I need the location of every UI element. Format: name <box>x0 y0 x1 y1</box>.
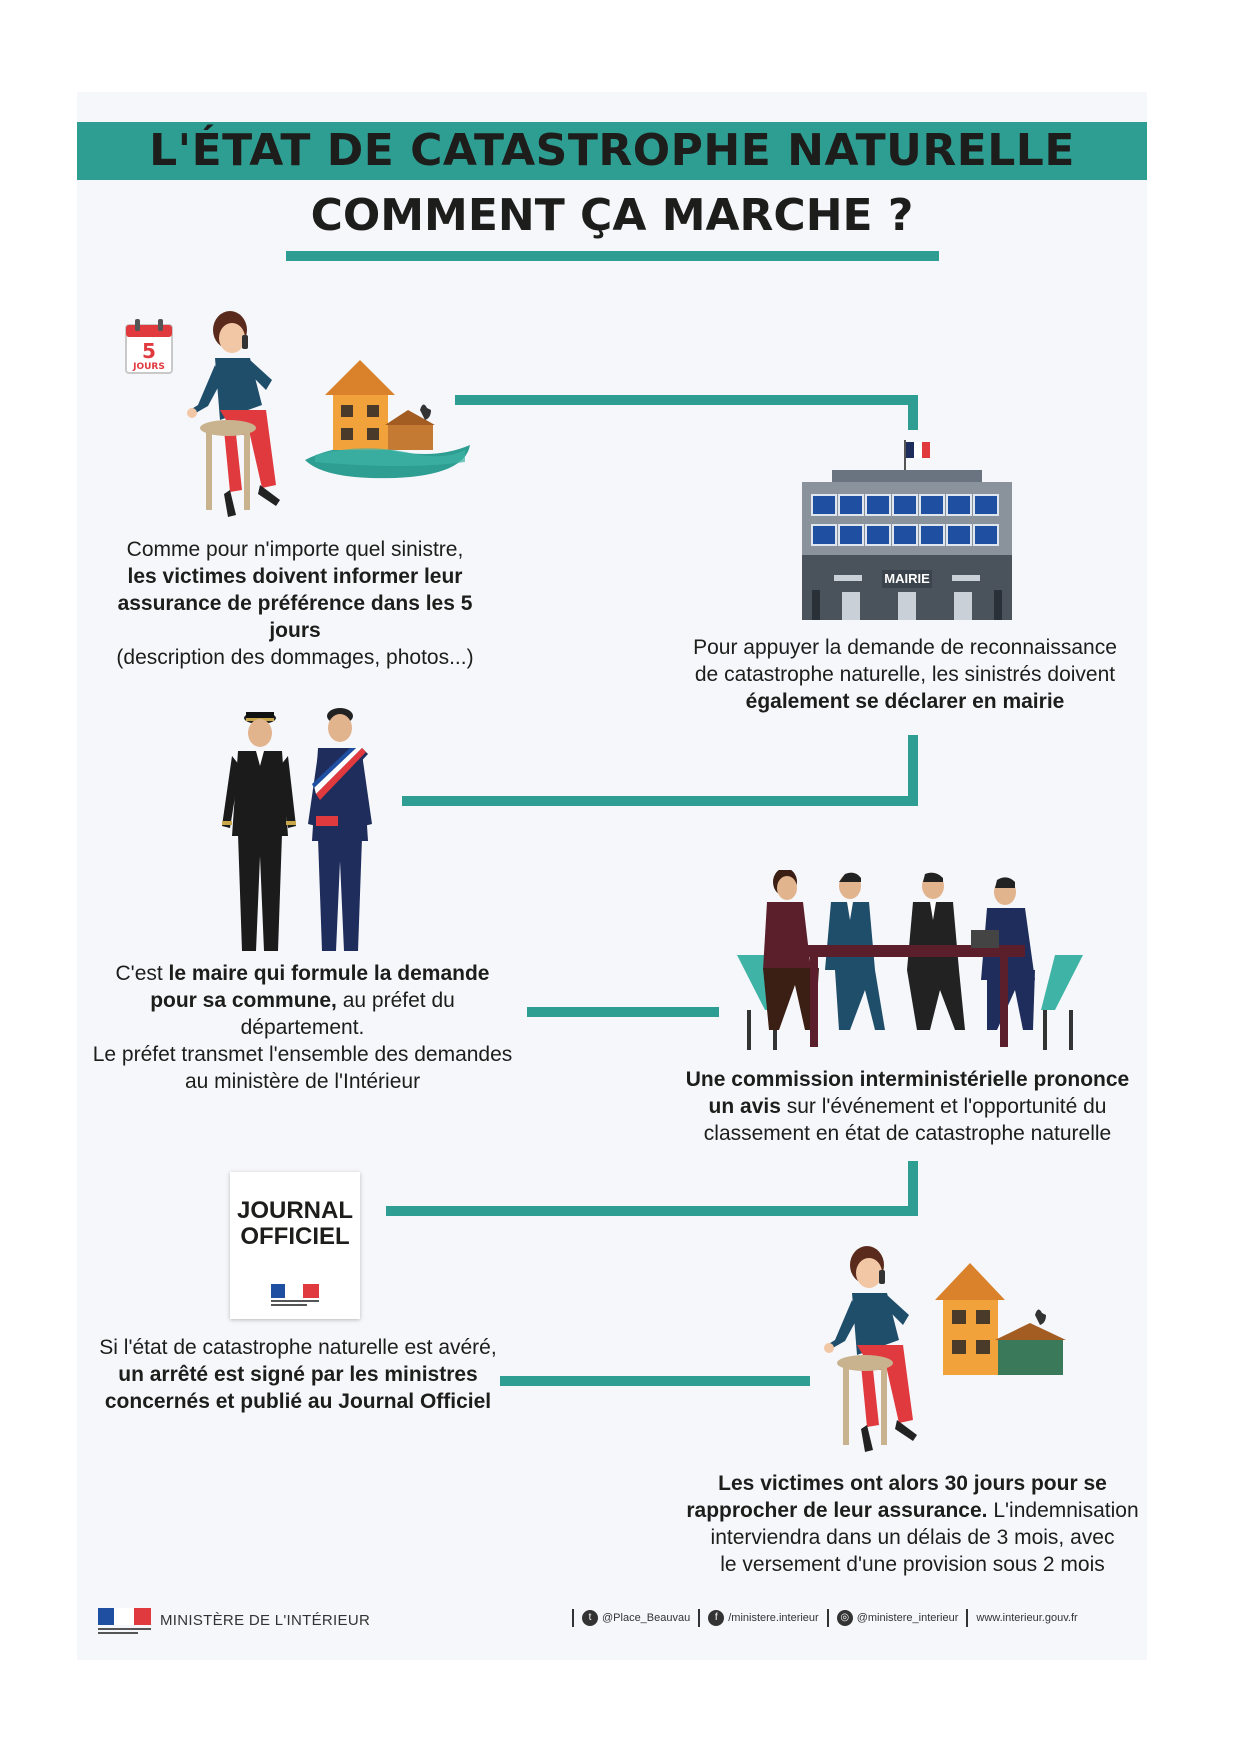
ministry-logo-icon <box>97 1607 152 1637</box>
facebook-icon: f <box>708 1610 725 1626</box>
connector-line <box>455 395 917 405</box>
step3-line: Le préfet transmet l'ensemble des demand… <box>92 1043 513 1066</box>
connector-line <box>386 1206 918 1216</box>
journal-officiel-title: JOURNAL OFFICIEL <box>230 1198 360 1250</box>
title-banner <box>77 122 1147 180</box>
prefect-and-mayor-illustration <box>218 706 383 956</box>
subtitle-underline <box>286 251 939 261</box>
facebook-handle[interactable]: /ministere.interieur <box>728 1612 819 1624</box>
step4-text: Une commission interministérielle pronon… <box>685 1066 1130 1147</box>
calendar-number: 5 <box>142 339 156 363</box>
ministry-name: MINISTÈRE DE L'INTÉRIEUR <box>160 1612 371 1629</box>
journal-officiel-line: OFFICIEL <box>240 1223 350 1250</box>
step6-emphasis: Les victimes ont alors 30 jours pour se <box>718 1472 1107 1495</box>
step3-line: au ministère de l'Intérieur <box>184 1070 421 1093</box>
step6-text: Les victimes ont alors 30 jours pour se … <box>685 1470 1140 1578</box>
commission-meeting-illustration <box>735 868 1085 1055</box>
step1-line: Comme pour n'importe quel sinistre, <box>126 538 464 561</box>
step6-emphasis: rapprocher de leur assurance. <box>686 1499 988 1522</box>
step5-emphasis: un arrêté est signé par les ministres <box>118 1363 478 1386</box>
social-links: t @Place_Beauvau f /ministere.interieur … <box>572 1608 1078 1628</box>
step1-line-bold: assurance de préférence dans les 5 jours <box>95 590 495 644</box>
step3-text: C'est le maire qui formule la demande po… <box>90 960 515 1095</box>
town-hall-illustration: MAIRIE <box>792 440 1022 625</box>
step1-text: Comme pour n'importe quel sinistre, les … <box>95 536 495 671</box>
mairie-sign: MAIRIE <box>884 571 930 586</box>
step5-line: Si l'état de catastrophe naturelle est a… <box>99 1336 497 1359</box>
step2-text: Pour appuyer la demande de reconnaissanc… <box>685 634 1125 715</box>
instagram-icon: ◎ <box>836 1610 853 1626</box>
woman-on-phone-illustration <box>815 1245 930 1460</box>
connector-line <box>908 395 918 430</box>
step3-plain: au préfet du département. <box>240 989 455 1039</box>
republic-logo-icon <box>269 1282 321 1308</box>
separator <box>572 1609 574 1627</box>
step3-line: C'est le maire qui formule la demande <box>90 960 515 987</box>
step4-line: classement en état de catastrophe nature… <box>703 1122 1112 1145</box>
step6-line: rapprocher de leur assurance. L'indemnis… <box>685 1497 1140 1524</box>
step1-emphasis: assurance de préférence dans les 5 jours <box>117 592 473 642</box>
connector-line <box>908 1161 918 1216</box>
step4-plain: sur l'événement et l'opportunité du <box>780 1095 1107 1118</box>
step3-emphasis: le maire qui formule la demande <box>168 962 490 985</box>
separator <box>698 1609 701 1627</box>
calendar-unit: JOURS <box>132 362 165 372</box>
calendar-5-days-icon: 5 JOURS <box>123 315 175 377</box>
step2-line: de catastrophe naturelle, les sinistrés … <box>694 663 1116 686</box>
page-subtitle: COMMENT ÇA MARCHE ? <box>310 190 914 241</box>
step6-line-bold: Les victimes ont alors 30 jours pour se <box>685 1470 1140 1497</box>
woman-on-phone-illustration <box>180 310 290 530</box>
house-illustration <box>930 1255 1070 1380</box>
twitter-handle[interactable]: @Place_Beauvau <box>602 1612 691 1624</box>
page-title: L'ÉTAT DE CATASTROPHE NATURELLE <box>149 125 1075 176</box>
step5-line-bold: un arrêté est signé par les ministres <box>88 1361 508 1388</box>
website-link[interactable]: www.interieur.gouv.fr <box>976 1612 1078 1624</box>
step4-emphasis: Une commission interministérielle pronon… <box>685 1068 1130 1091</box>
step3-line: pour sa commune, au préfet du départemen… <box>90 987 515 1041</box>
step6-line: le versement d'une provision sous 2 mois <box>720 1553 1105 1576</box>
connector-line <box>402 796 918 806</box>
step5-line-bold: concernés et publié au Journal Officiel <box>88 1388 508 1415</box>
journal-officiel-line: JOURNAL <box>236 1197 353 1224</box>
step1-line-bold: les victimes doivent informer leur <box>95 563 495 590</box>
connector-line <box>500 1376 810 1386</box>
step6-line: interviendra dans un délais de 3 mois, a… <box>710 1526 1115 1549</box>
connector-line <box>527 1007 719 1017</box>
step4-line-bold: Une commission interministérielle pronon… <box>685 1066 1130 1093</box>
step5-text: Si l'état de catastrophe naturelle est a… <box>88 1334 508 1415</box>
twitter-icon: t <box>582 1610 598 1626</box>
instagram-handle[interactable]: @ministere_interieur <box>856 1612 959 1624</box>
step4-emphasis: un avis <box>708 1095 781 1118</box>
step5-emphasis: concernés et publié au Journal Officiel <box>104 1390 492 1413</box>
connector-line <box>908 735 918 805</box>
step3-plain: C'est <box>115 962 169 985</box>
step2-line-bold: également se déclarer en mairie <box>685 688 1125 715</box>
step2-emphasis: également se déclarer en mairie <box>745 690 1065 713</box>
step3-emphasis: pour sa commune, <box>150 989 337 1012</box>
separator <box>826 1609 829 1627</box>
step1-line: (description des dommages, photos...) <box>116 646 474 669</box>
step2-line: Pour appuyer la demande de reconnaissanc… <box>693 636 1117 659</box>
step6-plain: L'indemnisation <box>987 1499 1139 1522</box>
separator <box>966 1609 969 1627</box>
step4-line: un avis sur l'événement et l'opportunité… <box>685 1093 1130 1120</box>
flooded-house-illustration <box>305 350 475 480</box>
step1-emphasis: les victimes doivent informer leur <box>127 565 463 588</box>
